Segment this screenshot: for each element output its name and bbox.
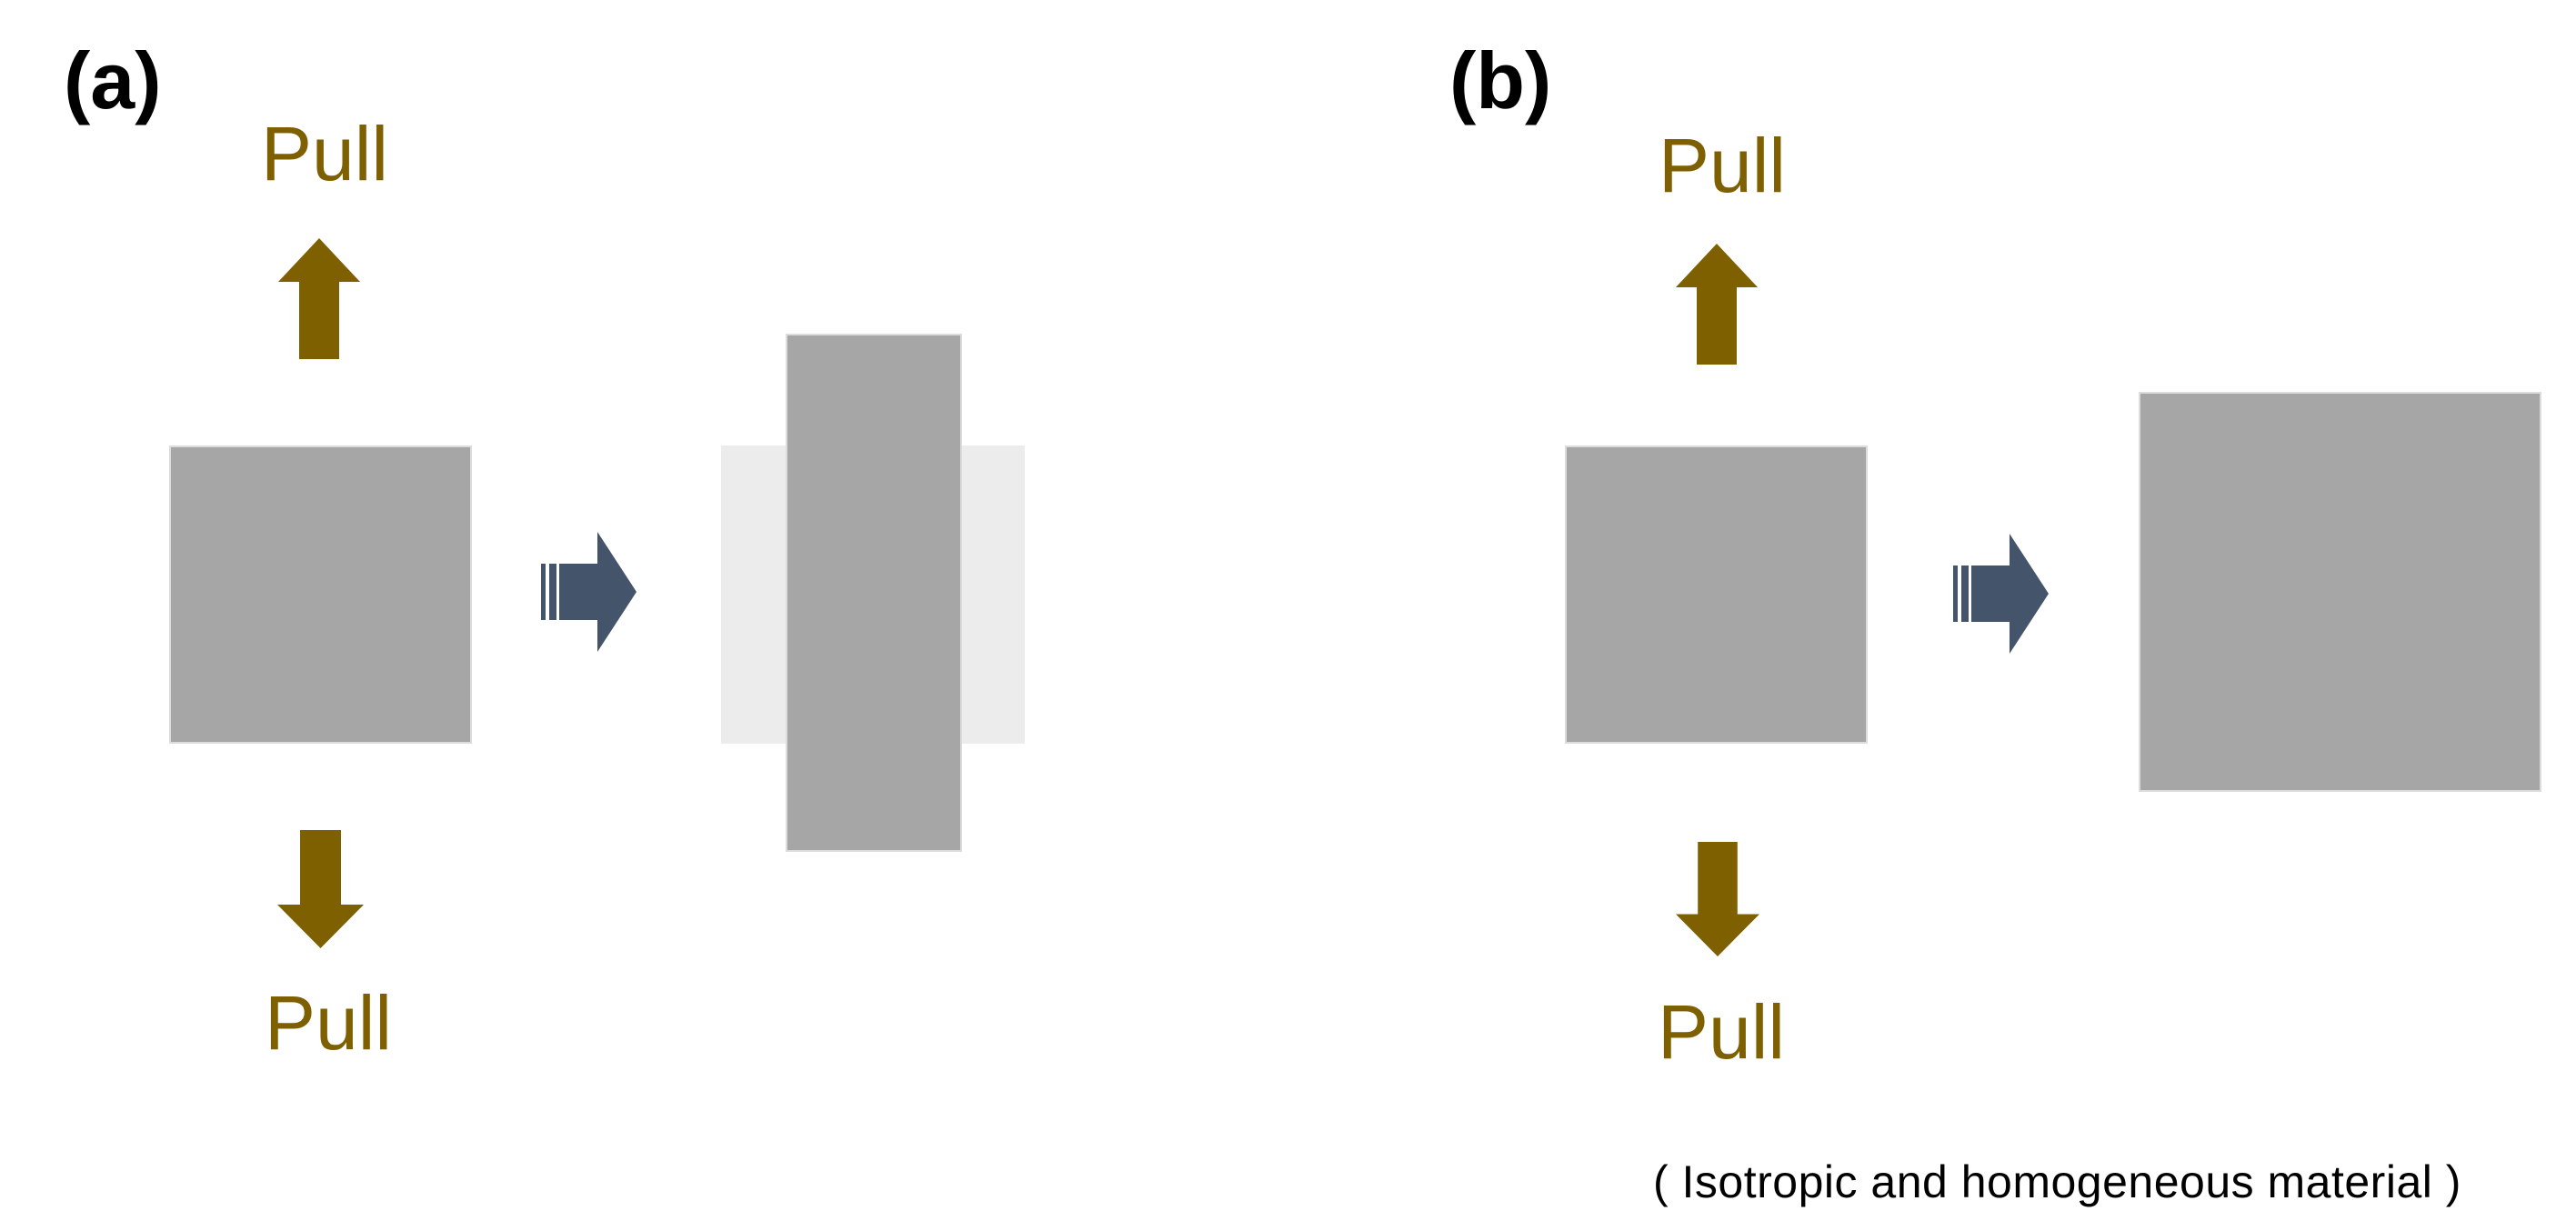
panel-b-original-square bbox=[1565, 445, 1868, 744]
panel-b-pull-top-label: Pull bbox=[1659, 123, 1787, 208]
panel-a-pull-bottom-label: Pull bbox=[265, 980, 393, 1066]
panel-b-expanded-square bbox=[2139, 392, 2541, 792]
panel-b-label: (b) bbox=[1449, 35, 1552, 125]
up-arrow-icon bbox=[1676, 244, 1758, 365]
striped-right-arrow-icon bbox=[541, 532, 636, 652]
panel-a: (a) Pull Pull bbox=[0, 0, 1255, 1231]
panel-a-label: (a) bbox=[64, 35, 162, 125]
panel-b-material-caption: ( Isotropic and homogeneous material ) bbox=[1653, 1156, 2461, 1207]
down-arrow-icon bbox=[277, 830, 364, 948]
striped-right-arrow-icon bbox=[1953, 534, 2049, 654]
panel-a-original-square bbox=[169, 445, 472, 744]
up-arrow-icon bbox=[278, 238, 360, 359]
panel-b: (b) Pull Pull ( Isotropic and homogeneou… bbox=[1255, 0, 2576, 1231]
panel-a-pull-top-label: Pull bbox=[261, 111, 389, 196]
panel-a-stretched-rect bbox=[786, 334, 962, 852]
down-arrow-icon bbox=[1676, 842, 1759, 956]
panel-b-pull-bottom-label: Pull bbox=[1658, 989, 1786, 1075]
